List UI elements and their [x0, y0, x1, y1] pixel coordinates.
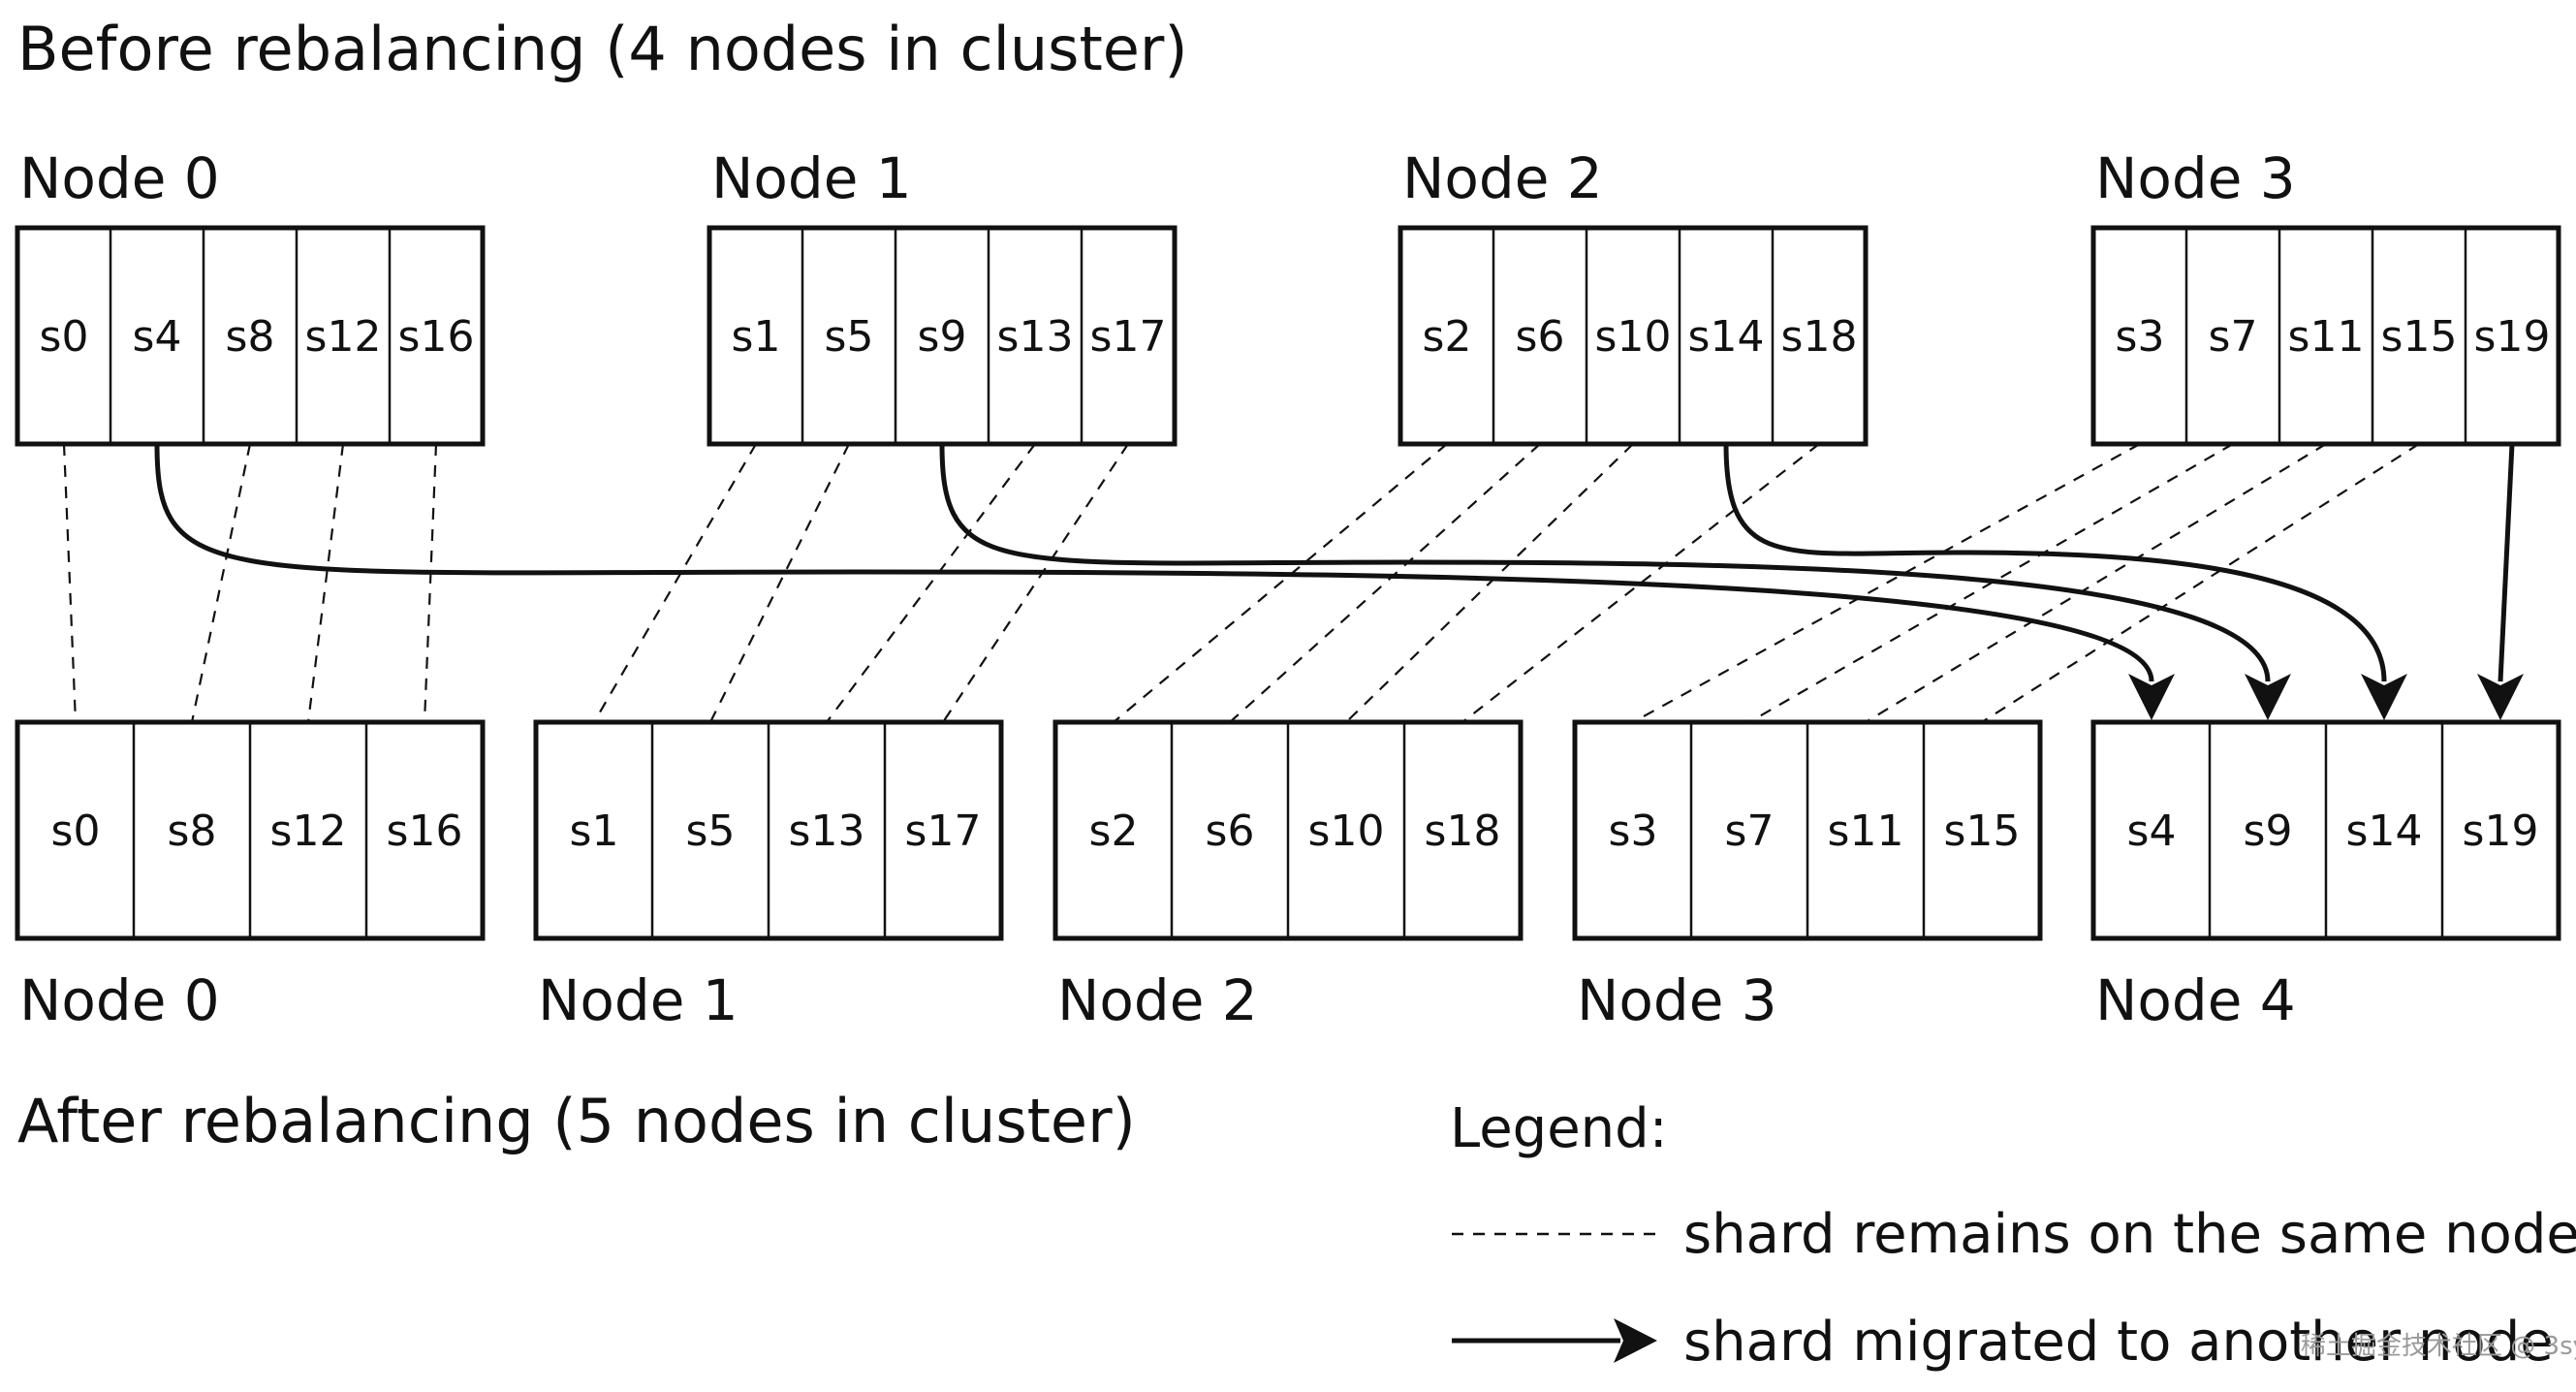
shard-label: s14 — [1688, 312, 1765, 362]
legend-solid-text: shard migrated to another node — [1683, 1311, 2554, 1374]
remaining-shard-links — [62, 443, 2420, 723]
after-node-label: Node 0 — [19, 967, 220, 1033]
after-node-label: Node 4 — [2095, 967, 2296, 1033]
shard-label: s12 — [270, 807, 347, 856]
shard-label: s16 — [387, 807, 463, 856]
shard-label: s4 — [133, 312, 182, 362]
arrowhead-icon — [2477, 674, 2524, 720]
shard-label: s1 — [570, 807, 619, 856]
remain-link-s18 — [1461, 443, 1820, 723]
shard-label: s9 — [2244, 807, 2293, 856]
remain-link-s8 — [190, 443, 252, 723]
shard-label: s19 — [2463, 807, 2539, 856]
shard-label: s13 — [789, 807, 865, 856]
shard-label: s8 — [168, 807, 217, 856]
remain-link-s15 — [1981, 443, 2420, 723]
before-node-label: Node 0 — [19, 145, 220, 211]
shard-label: s15 — [1944, 807, 2021, 856]
arrowhead-icon — [2245, 674, 2291, 720]
shard-label: s4 — [2127, 807, 2177, 856]
shard-label: s3 — [2116, 312, 2165, 362]
shard-label: s2 — [1423, 312, 1472, 362]
shard-label: s16 — [398, 312, 475, 362]
shard-label: s9 — [918, 312, 967, 362]
shard-label: s6 — [1206, 807, 1255, 856]
before-node-0: Node 0 s0 s4 s8 s12 s16 — [15, 145, 486, 447]
before-node-label: Node 2 — [1402, 145, 1603, 211]
shard-label: s10 — [1308, 807, 1385, 856]
shard-label: s18 — [1781, 312, 1858, 362]
shard-label: s0 — [40, 312, 89, 362]
arrowhead-icon — [2361, 674, 2407, 720]
remain-link-s0 — [62, 443, 78, 723]
remain-link-s16 — [423, 443, 438, 723]
shard-label: s1 — [732, 312, 781, 362]
before-node-1: Node 1 s1 s5 s9 s13 s17 — [707, 145, 1178, 447]
remain-link-s13 — [826, 443, 1036, 723]
legend-title: Legend: — [1450, 1097, 1668, 1160]
migrated-shard-arrows — [154, 443, 2524, 720]
before-node-label: Node 1 — [711, 145, 912, 211]
remain-link-s10 — [1345, 443, 1634, 723]
shard-label: s18 — [1425, 807, 1501, 856]
shard-label: s5 — [686, 807, 736, 856]
shard-label: s0 — [51, 807, 101, 856]
remain-link-s2 — [1113, 443, 1448, 723]
shard-label: s11 — [2288, 312, 2365, 362]
shard-label: s6 — [1516, 312, 1565, 362]
migrate-arrow-s14 — [1723, 443, 2387, 682]
shard-label: s2 — [1089, 807, 1139, 856]
before-node-label: Node 3 — [2095, 145, 2296, 211]
shard-label: s5 — [825, 312, 874, 362]
remain-link-s11 — [1865, 443, 2327, 723]
heading-after: After rebalancing (5 nodes in cluster) — [17, 1086, 1136, 1156]
watermark: 稀土掘金技术社区 @ 3sy11 — [2301, 1332, 2576, 1361]
shard-label: s14 — [2346, 807, 2423, 856]
remain-link-s17 — [942, 443, 1129, 723]
shard-label: s7 — [1725, 807, 1775, 856]
shard-label: s19 — [2474, 312, 2551, 362]
migrate-arrow-s4 — [154, 443, 2154, 682]
shard-label: s7 — [2209, 312, 2258, 362]
before-node-3: Node 3 s3 s7 s11 s15 s19 — [2090, 145, 2561, 447]
shard-label: s15 — [2381, 312, 2458, 362]
shard-label: s3 — [1609, 807, 1658, 856]
legend-dashed-text: shard remains on the same node — [1683, 1203, 2576, 1266]
shard-label: s13 — [997, 312, 1074, 362]
shard-label: s17 — [1090, 312, 1167, 362]
migrate-arrow-s19 — [2497, 443, 2515, 682]
heading-before: Before rebalancing (4 nodes in cluster) — [17, 14, 1188, 84]
legend: Legend: shard remains on the same node s… — [1450, 1097, 2576, 1374]
before-node-2: Node 2 s2 s6 s10 s14 s18 — [1398, 145, 1869, 447]
remain-link-s5 — [709, 443, 850, 723]
legend-arrow-icon — [1614, 1318, 1657, 1363]
remain-link-s3 — [1632, 443, 2141, 723]
after-node-label: Node 1 — [538, 967, 738, 1033]
shard-label: s10 — [1595, 312, 1672, 362]
shard-label: s11 — [1828, 807, 1904, 856]
after-node-label: Node 2 — [1057, 967, 1258, 1033]
remain-link-s1 — [593, 443, 757, 723]
migrate-arrow-s9 — [939, 443, 2271, 682]
after-node-label: Node 3 — [1577, 967, 1777, 1033]
remain-link-s12 — [306, 443, 345, 723]
shard-label: s12 — [305, 312, 382, 362]
remain-link-s6 — [1229, 443, 1541, 723]
shard-label: s8 — [226, 312, 275, 362]
arrowhead-icon — [2128, 674, 2175, 720]
shard-label: s17 — [905, 807, 982, 856]
